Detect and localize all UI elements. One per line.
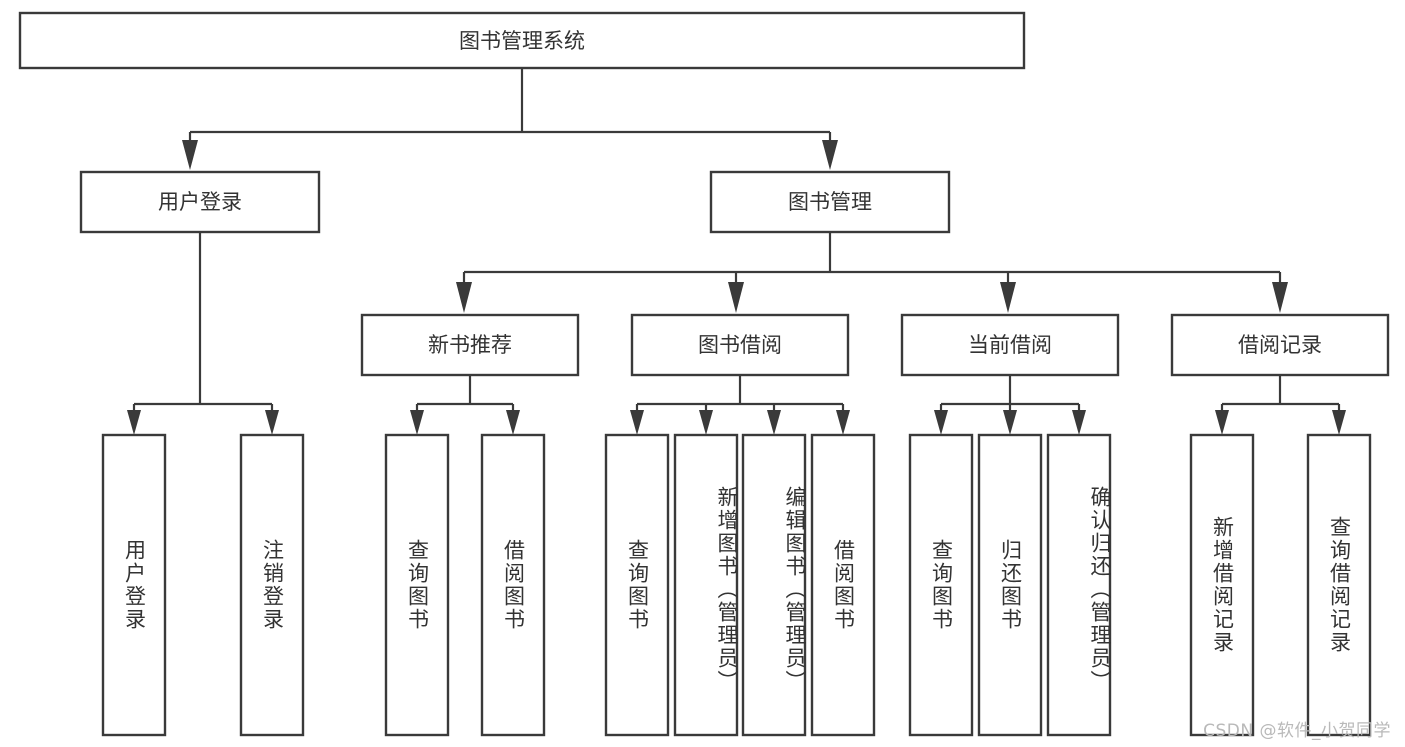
watermark-text: CSDN @软件_小贺同学 <box>1203 721 1391 741</box>
arrowhead-leaf-query-book-3 <box>934 410 948 435</box>
node-current-borrow-label: 当前借阅 <box>968 333 1052 357</box>
node-root-label: 图书管理系统 <box>459 29 585 53</box>
node-leaf-user-logout[interactable] <box>239 433 305 737</box>
node-book-manage[interactable] <box>709 170 951 234</box>
arrowhead-leaf-borrow-book-1 <box>506 410 520 435</box>
node-leaf-add-book[interactable] <box>673 433 739 737</box>
arrowhead-leaf-add-record <box>1215 410 1229 435</box>
node-book-manage-label: 图书管理 <box>788 190 872 214</box>
node-user-login-label: 用户登录 <box>158 190 242 214</box>
node-leaf-user-login[interactable] <box>101 433 167 737</box>
arrowhead-book-manage <box>822 140 838 170</box>
arrowhead-leaf-query-book-1 <box>410 410 424 435</box>
arrowhead-borrow-record <box>1272 282 1288 313</box>
node-leaf-query-record[interactable] <box>1306 433 1372 737</box>
node-root[interactable] <box>18 11 1026 70</box>
arrowhead-leaf-query-record <box>1332 410 1346 435</box>
node-new-book-recommend-label: 新书推荐 <box>428 333 512 357</box>
node-leaf-edit-book[interactable] <box>741 433 807 737</box>
node-leaf-add-record[interactable] <box>1189 433 1255 737</box>
node-current-borrow[interactable] <box>900 313 1120 377</box>
node-borrow-record-label: 借阅记录 <box>1238 333 1322 357</box>
arrowhead-leaf-borrow-book-2 <box>836 410 850 435</box>
arrowhead-leaf-edit-book <box>767 410 781 435</box>
arrowhead-user-login <box>182 140 198 170</box>
arrowhead-current-borrow <box>1000 282 1016 313</box>
node-leaf-query-book-1[interactable] <box>384 433 450 737</box>
node-borrow-record[interactable] <box>1170 313 1390 377</box>
arrowhead-leaf-add-book <box>699 410 713 435</box>
node-leaf-return-book[interactable] <box>977 433 1043 737</box>
node-new-book-recommend[interactable] <box>360 313 580 377</box>
arrowhead-leaf-user-logout <box>265 410 279 435</box>
arrowhead-leaf-user-login <box>127 410 141 435</box>
arrowhead-leaf-return-book <box>1003 410 1017 435</box>
node-leaf-borrow-book-1[interactable] <box>480 433 546 737</box>
node-leaf-query-book-3[interactable] <box>908 433 974 737</box>
arrowhead-book-borrow <box>728 282 744 313</box>
arrowhead-leaf-query-book-2 <box>630 410 644 435</box>
arrowhead-new-book-recommend <box>456 282 472 313</box>
node-leaf-query-book-2[interactable] <box>604 433 670 737</box>
node-leaf-borrow-book-2[interactable] <box>810 433 876 737</box>
node-book-borrow-label: 图书借阅 <box>698 333 782 357</box>
arrowhead-leaf-confirm-return <box>1072 410 1086 435</box>
node-leaf-confirm-return[interactable] <box>1046 433 1112 737</box>
node-book-borrow[interactable] <box>630 313 850 377</box>
